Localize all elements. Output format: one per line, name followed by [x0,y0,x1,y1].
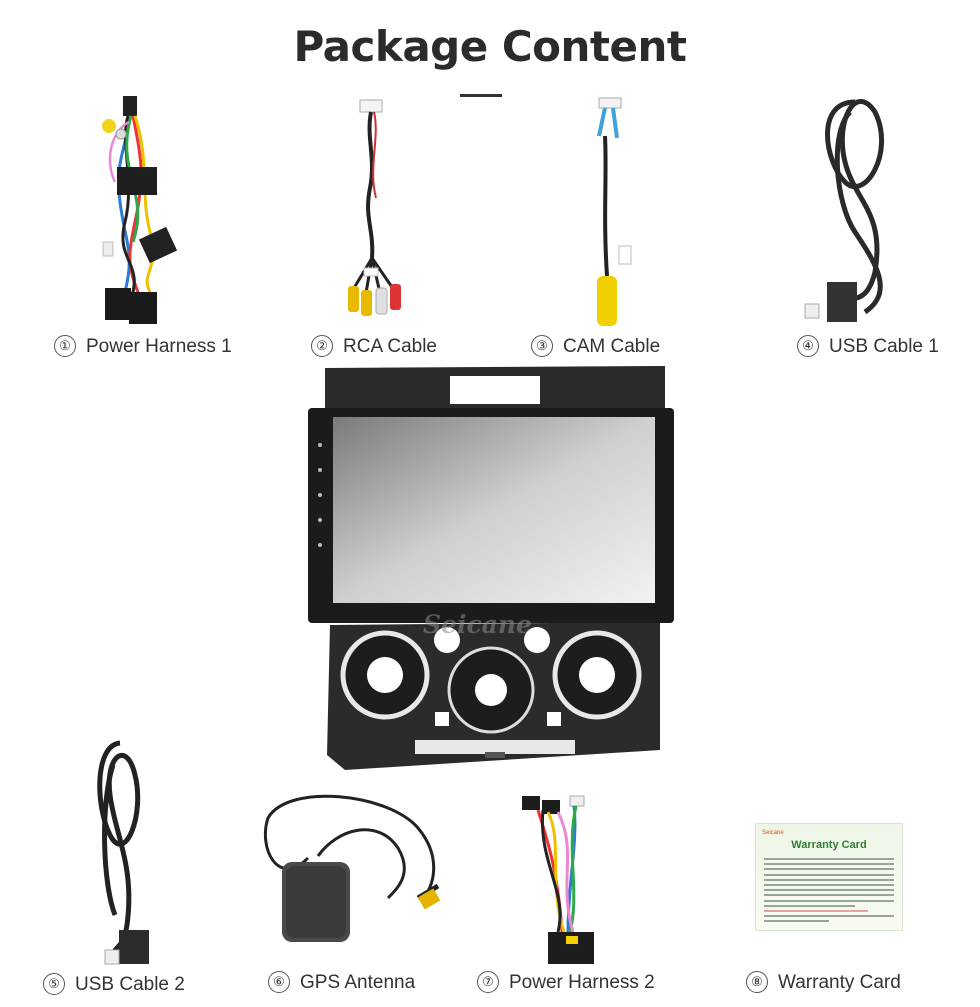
caption-warranty-card: ⑧ Warranty Card [746,971,901,994]
caption-power-harness-1: ① Power Harness 1 [54,335,232,358]
item-label: GPS Antenna [300,972,416,993]
gps-antenna-image [248,788,453,948]
number-badge: ⑧ [746,971,768,993]
number-badge: ② [311,335,333,357]
caption-gps-antenna: ⑥ GPS Antenna [268,971,415,994]
number-badge: ④ [797,335,819,357]
usb-cable-2-image [75,735,165,971]
card-background [756,824,902,930]
item-label: Warranty Card [778,972,901,993]
watermark: Seicane [423,610,532,639]
warranty-card-image: Seicane Warranty Card [755,823,903,931]
number-badge: ⑥ [268,971,290,993]
page-title: Package Content [293,22,687,71]
caption-power-harness-2: ⑦ Power Harness 2 [477,971,655,994]
number-badge: ① [54,335,76,357]
item-label: RCA Cable [343,336,437,357]
item-label: CAM Cable [563,336,661,357]
number-badge: ⑤ [43,973,65,995]
caption-cam-cable: ③ CAM Cable [531,335,660,358]
caption-usb-cable-2: ⑤ USB Cable 2 [43,973,185,996]
card-text-lines [764,858,894,925]
number-badge: ③ [531,335,553,357]
usb-cable-1-image [795,92,905,332]
item-label: Power Harness 1 [86,336,232,357]
title-underline [460,94,502,97]
caption-rca-cable: ② RCA Cable [311,335,437,358]
card-title: Warranty Card [791,839,867,851]
rca-cable-image [340,98,410,328]
item-label: USB Cable 1 [829,336,939,357]
head-unit-image: Seicane [305,360,675,780]
cam-cable-image [585,96,635,334]
power-harness-1-image [95,92,185,332]
number-badge: ⑦ [477,971,499,993]
item-label: Power Harness 2 [509,972,655,993]
caption-usb-cable-1: ④ USB Cable 1 [797,335,939,358]
power-harness-2-image [518,792,608,972]
card-brand: Seicane [762,830,784,836]
item-label: USB Cable 2 [75,974,185,995]
